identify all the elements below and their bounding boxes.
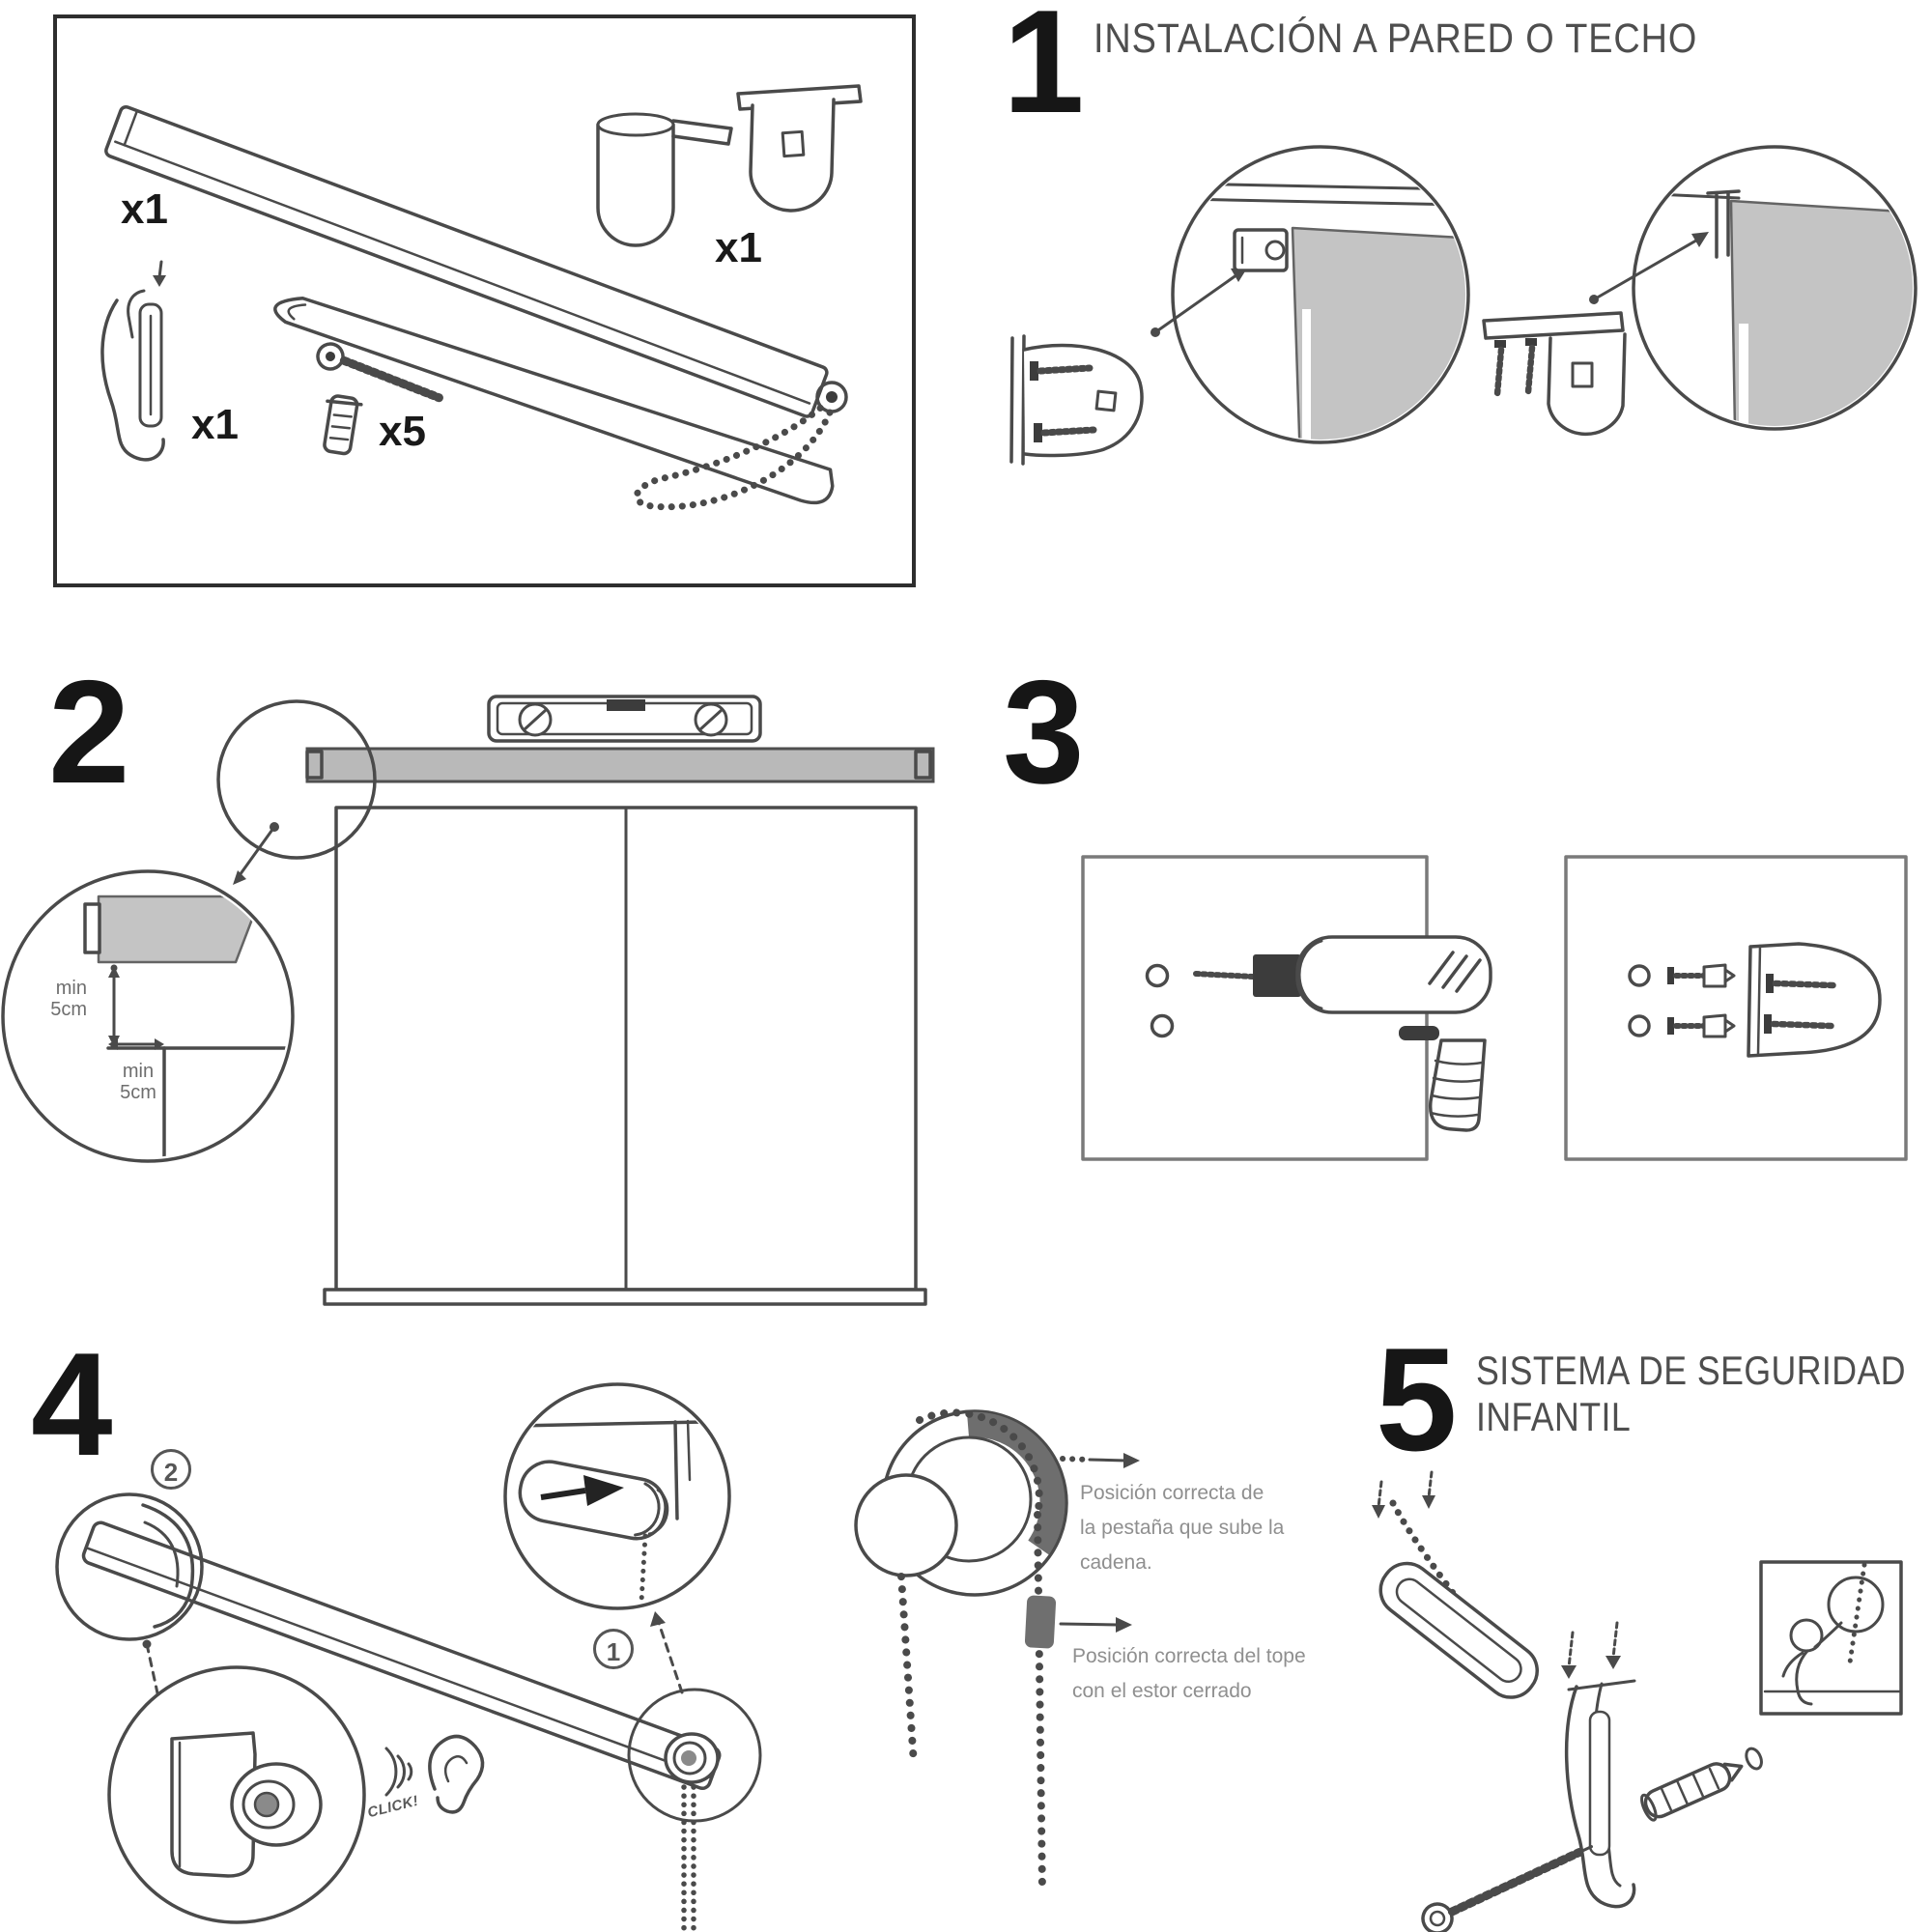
step4-drawing <box>55 1382 1140 1931</box>
chain-stop-icon <box>1024 1595 1057 1649</box>
note-stop-arrow-icon <box>1059 1617 1132 1633</box>
min-horizontal-label: min 5cm <box>120 1061 156 1104</box>
spirit-level-icon <box>487 695 762 743</box>
roller-qty-label: x1 <box>121 185 168 233</box>
step1-drawing <box>1009 145 1918 466</box>
arrow-to-min-detail-icon <box>233 870 246 885</box>
bracket-mount-icon <box>1747 942 1882 1058</box>
wall-bracket-icon <box>596 112 733 247</box>
step5-title: SISTEMA DE SEGURIDAD INFANTIL <box>1476 1348 1906 1439</box>
safety-clip-mount-icon <box>1561 1621 1636 1909</box>
plug-screw-icon <box>1667 963 1736 988</box>
bar-end-highlight-icon <box>216 699 377 860</box>
chain-loop-icon <box>633 399 834 511</box>
min-distance-detail-icon <box>1 869 295 1163</box>
ceiling-mount-detail-icon <box>1632 145 1918 431</box>
plug-screw-icon <box>1667 1013 1736 1038</box>
step2-number: 2 <box>48 650 130 814</box>
plug-hole-icon <box>1628 964 1651 987</box>
step3-drawing <box>1081 855 1908 1161</box>
window-icon <box>323 806 927 1306</box>
parts-drawing <box>100 84 863 511</box>
arrow-fit-icon <box>650 1611 666 1627</box>
tube-end-highlight-icon <box>627 1688 762 1931</box>
wall-mount-detail-icon <box>1171 145 1470 444</box>
fit-detail-icon <box>503 1382 731 1610</box>
drill-hole-icon <box>1150 1013 1175 1038</box>
safety-clip-icon <box>100 260 166 462</box>
step1-number: 1 <box>1003 0 1085 144</box>
note-stop: Posición correcta del tope con el estor … <box>1072 1645 1306 1703</box>
safety-clip-qty-label: x1 <box>191 401 239 448</box>
step5-number: 5 <box>1376 1318 1458 1482</box>
ear-click-icon <box>384 1734 485 1814</box>
drill-hole-icon <box>1145 963 1170 988</box>
wall-bracket-side-icon <box>1009 334 1144 466</box>
bracket-closeup-icon <box>107 1665 366 1924</box>
brackets-qty-label: x1 <box>715 224 762 271</box>
step4-number: 4 <box>31 1322 113 1487</box>
plug-hole-icon <box>1628 1014 1651 1037</box>
ceiling-bracket-front-icon <box>1482 311 1627 437</box>
step5-drawing <box>1372 1470 1903 1932</box>
headrail-bar-icon <box>305 747 935 783</box>
snap-detail-icon <box>55 1492 204 1641</box>
safety-clip-chain-icon <box>1372 1470 1539 1699</box>
parts-box: x1 x1 x1 x5 <box>53 14 916 587</box>
step4-marker-fit: 1 <box>593 1629 634 1669</box>
screws-qty-label: x5 <box>379 408 426 455</box>
wall-plug-icon <box>323 394 363 456</box>
step4-marker-snap: 2 <box>151 1449 191 1490</box>
screw-icon <box>316 342 443 403</box>
step2-drawing <box>1 695 935 1306</box>
min-vertical-label: min 5cm <box>50 978 87 1021</box>
step1-title: INSTALACIÓN A PARED O TECHO <box>1094 15 1698 62</box>
drill-icon <box>1193 935 1492 1132</box>
child-warning-icon <box>1759 1560 1903 1716</box>
wall-plug-icon <box>1640 1747 1763 1822</box>
screw-icon <box>1421 1845 1594 1932</box>
roller-fabric-icon <box>273 296 848 511</box>
note-chain: Posición correcta de la pestaña que sube… <box>1080 1482 1285 1575</box>
arrow-to-detail2-icon <box>1691 232 1709 247</box>
chain-pulley-icon <box>854 1408 1068 1895</box>
step3-number: 3 <box>1003 650 1085 814</box>
ceiling-bracket-icon <box>736 84 863 213</box>
note-chain-arrow-icon <box>1060 1453 1140 1468</box>
